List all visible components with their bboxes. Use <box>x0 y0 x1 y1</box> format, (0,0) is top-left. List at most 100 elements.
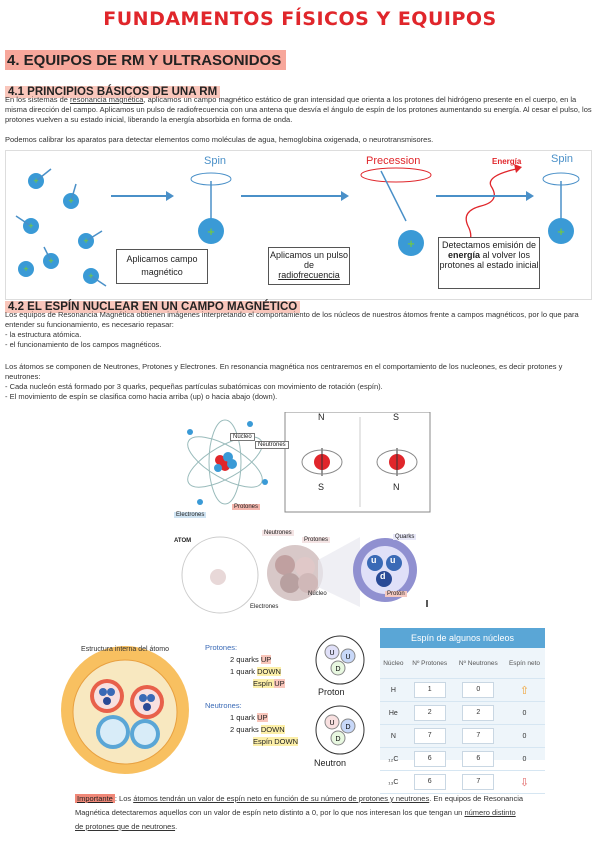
p41-underlined: resonancia magnética <box>70 95 144 104</box>
svg-text:D: D <box>345 724 350 731</box>
th-espin: Espín neto <box>503 648 545 679</box>
quark-d: d <box>380 571 386 581</box>
p-line1: 2 quarks <box>230 655 261 664</box>
atom2-label-protones: Protones <box>302 537 331 543</box>
paragraph-42: Los equipos de Resonancia Magnética obti… <box>5 310 579 329</box>
spin-table-title: Espín de algunos núcleos <box>380 628 545 648</box>
n-down: DOWN <box>260 725 285 734</box>
atom-label-electrones: Electrones <box>174 512 207 518</box>
th-protones: Nº Protones <box>406 648 453 679</box>
mri-principle-figure: + + + + + + + + + + Sp <box>5 150 592 300</box>
svg-text:D: D <box>335 666 340 673</box>
p-up: UP <box>260 655 272 664</box>
cell-protones: 7 <box>413 728 446 744</box>
svg-text:+: + <box>207 224 215 239</box>
note-tag: Importante <box>75 794 115 803</box>
page-title: FUNDAMENTOS FÍSICOS Y EQUIPOS <box>103 8 497 30</box>
pole-s-2: S <box>393 412 400 422</box>
cell-espin: 0 <box>503 724 545 748</box>
note-t2: átomos tendrán un valor de espín neto en… <box>133 794 430 803</box>
note-t5: . <box>175 822 178 831</box>
n-up: UP <box>257 713 268 722</box>
list-item-2: - el funcionamiento de los campos magnét… <box>5 340 162 349</box>
precessing-proton-icon <box>398 230 424 256</box>
spin-label-1: Spin <box>204 155 227 167</box>
pole-n-2: N <box>393 482 400 492</box>
atom2-label-nucleo: Núcleo <box>308 591 327 597</box>
cell-nucleo: ₁₂C <box>380 747 407 771</box>
table-row: H 1 0 ⇧ <box>380 678 545 702</box>
section-title: 4. EQUIPOS DE RM Y ULTRASONIDOS <box>7 52 282 69</box>
structure-title: Estructura interna del átomo <box>81 646 169 653</box>
cell-protones: 2 <box>413 705 446 721</box>
step-detect-text-c: al volver los protones al estado inicial <box>439 250 539 270</box>
cell-neutrones: 7 <box>462 774 495 790</box>
step-rf-pulse: Aplicamos un pulso de radiofrecuencia <box>268 247 350 285</box>
important-note: Importante: Los átomos tendrán un valor … <box>75 792 525 834</box>
nucleon-svg: U U D U D D <box>315 635 365 755</box>
p-spin-value: UP <box>274 679 285 688</box>
proton-label: Proton <box>318 687 345 697</box>
svg-text:+: + <box>557 224 565 239</box>
cell-protones: 6 <box>413 751 446 767</box>
svg-text:+: + <box>33 176 38 186</box>
svg-text:+: + <box>407 236 415 251</box>
nucleon-diagrams: U U D U D D Proton Neutron <box>310 632 370 772</box>
atom2-label-neutrones: Neutrones <box>262 530 294 536</box>
p-down: DOWN <box>257 667 281 676</box>
svg-text:D: D <box>335 736 340 743</box>
spin-table: Núcleo Nº Protones Nº Neutrones Espín ne… <box>380 648 545 794</box>
atom-figure-2: ATOM Neutrones Protones Quarks Núcleo El… <box>170 525 435 615</box>
note-t1: : Los <box>114 794 134 803</box>
table-row: ₁₂C 6 6 0 <box>380 747 545 771</box>
subsection-41-heading: 4.1 PRINCIPIOS BÁSICOS DE UNA RM <box>5 86 221 98</box>
cell-neutrones: 0 <box>462 682 495 698</box>
atom-label-neutrones: Neutrones <box>255 441 289 449</box>
quark-u-2: u <box>390 555 396 565</box>
p41-text-a: En los sistemas de <box>5 95 71 104</box>
svg-text:+: + <box>23 264 28 274</box>
step-magnetic-field: Aplicamos campo magnético <box>116 249 208 284</box>
list-item-1: - la estructura atómica. <box>5 330 82 339</box>
p-line2: 1 quark <box>230 667 258 676</box>
atom-label-protones: Protones <box>232 504 261 510</box>
svg-text:U: U <box>345 654 350 661</box>
step-detect-bold: energía <box>447 250 480 260</box>
svg-text:+: + <box>68 196 73 206</box>
svg-text:+: + <box>28 221 33 231</box>
arrow-up-icon: ⇧ <box>519 684 530 697</box>
cell-nucleo: N <box>380 724 407 748</box>
atom-figure-1: Núcleo Neutrones Electrones Protones N S… <box>170 411 435 524</box>
spin-label-2: Spin <box>551 153 574 165</box>
cell-nucleo: He <box>380 701 407 725</box>
svg-text:+: + <box>48 256 53 266</box>
energia-label: Energía <box>492 157 522 166</box>
list-item-4: - El movimiento de espín se clasifica co… <box>5 392 278 401</box>
quark-composition: Protones: 2 quarks UP 1 quark DOWN Espín… <box>205 642 315 748</box>
cell-neutrones: 6 <box>462 751 495 767</box>
random-protons: + + + + + + + <box>15 168 107 287</box>
atom2-label-proton: Protón <box>385 591 407 597</box>
quark-u-1: u <box>371 555 377 565</box>
atom-diagram <box>187 411 431 513</box>
atom2-label-electrones: Electrones <box>250 604 279 610</box>
pole-n-1: N <box>318 412 325 422</box>
subsection-42: 4.2 EL ESPÍN NUCLEAR EN UN CAMPO MAGNÉTI… <box>5 297 301 315</box>
th-nucleo: Núcleo <box>380 648 407 679</box>
relaxed-proton-icon <box>548 218 574 244</box>
note-t4: número distinto de protones que de neutr… <box>75 808 516 831</box>
n-spin: Espín DOWN <box>253 737 299 746</box>
atom-caption: ATOM <box>174 538 192 544</box>
table-row: He 2 2 0 <box>380 701 545 725</box>
n-line2: 2 quarks <box>230 725 261 734</box>
protones-label: Protones: <box>205 643 238 652</box>
list-item-3: - Cada nucleón está formado por 3 quarks… <box>5 382 383 391</box>
cell-nucleo: ₁₃C <box>380 770 407 794</box>
cell-espin: 0 <box>503 701 545 725</box>
spin-table-panel: Espín de algunos núcleos Núcleo Nº Proto… <box>380 628 545 794</box>
precession-label: Precession <box>366 155 421 167</box>
cell-neutrones: 7 <box>462 728 495 744</box>
svg-text:U: U <box>329 720 334 727</box>
cell-protones: 6 <box>413 774 446 790</box>
n-line1: 1 quark <box>230 713 258 722</box>
